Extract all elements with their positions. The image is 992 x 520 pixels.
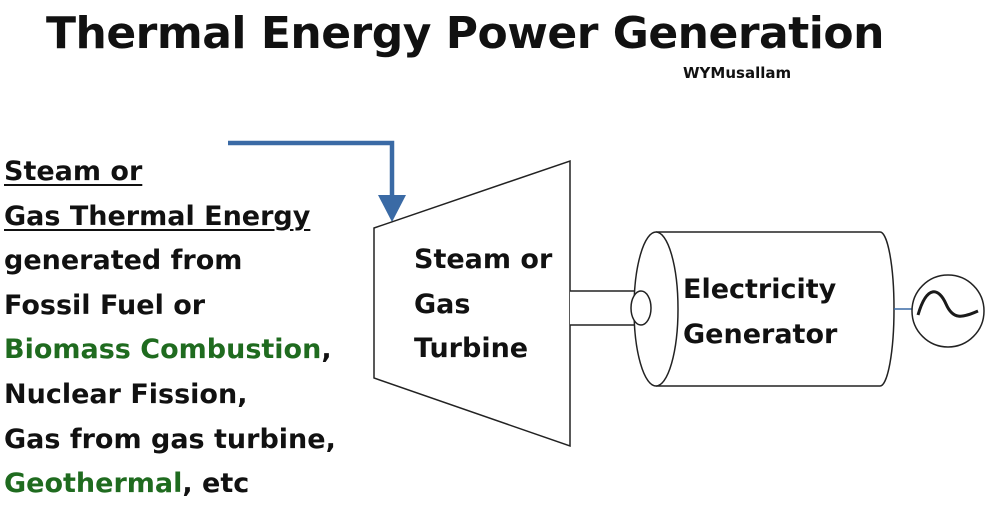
turbine-label-line2: Gas: [414, 288, 471, 320]
generator-label-line2: Generator: [683, 318, 838, 350]
source-line-biomass: Biomass Combustion,: [4, 328, 336, 373]
generator-label-line1: Electricity: [683, 274, 837, 305]
source-heading-line1: Steam or: [4, 156, 143, 187]
ac-sine-wave-icon: [911, 274, 985, 348]
geothermal-suffix: , etc: [182, 468, 250, 500]
generator-cylinder: [630, 231, 895, 387]
turbine-shape: [373, 159, 571, 448]
source-heading-line2: Gas Thermal Energy: [4, 200, 311, 232]
source-line-geothermal: Geothermal, etc: [4, 462, 336, 507]
turbine-label: Steam or Gas Turbine: [414, 238, 552, 372]
turbine-label-line1: Steam or: [414, 244, 553, 275]
input-arrowhead: [378, 195, 406, 222]
geothermal-highlight: Geothermal: [4, 468, 183, 500]
input-arrow: [228, 140, 406, 222]
shaft-coupling: [630, 290, 652, 326]
input-arrow-line: [228, 140, 395, 200]
turbine-label-line3: Turbine: [414, 333, 529, 365]
author-credit: WYMusallam: [683, 64, 792, 82]
energy-source-description: Steam or Gas Thermal Energy generated fr…: [4, 150, 336, 507]
source-line-generated: generated from: [4, 245, 243, 277]
biomass-suffix: ,: [321, 334, 332, 366]
page-title: Thermal Energy Power Generation: [46, 8, 884, 59]
generator-label: Electricity Generator: [683, 268, 837, 357]
biomass-highlight: Biomass Combustion: [4, 334, 322, 366]
source-line-gas: Gas from gas turbine,: [4, 423, 336, 455]
source-line-fossil: Fossil Fuel or: [4, 289, 206, 321]
source-line-nuclear: Nuclear Fission,: [4, 378, 248, 410]
